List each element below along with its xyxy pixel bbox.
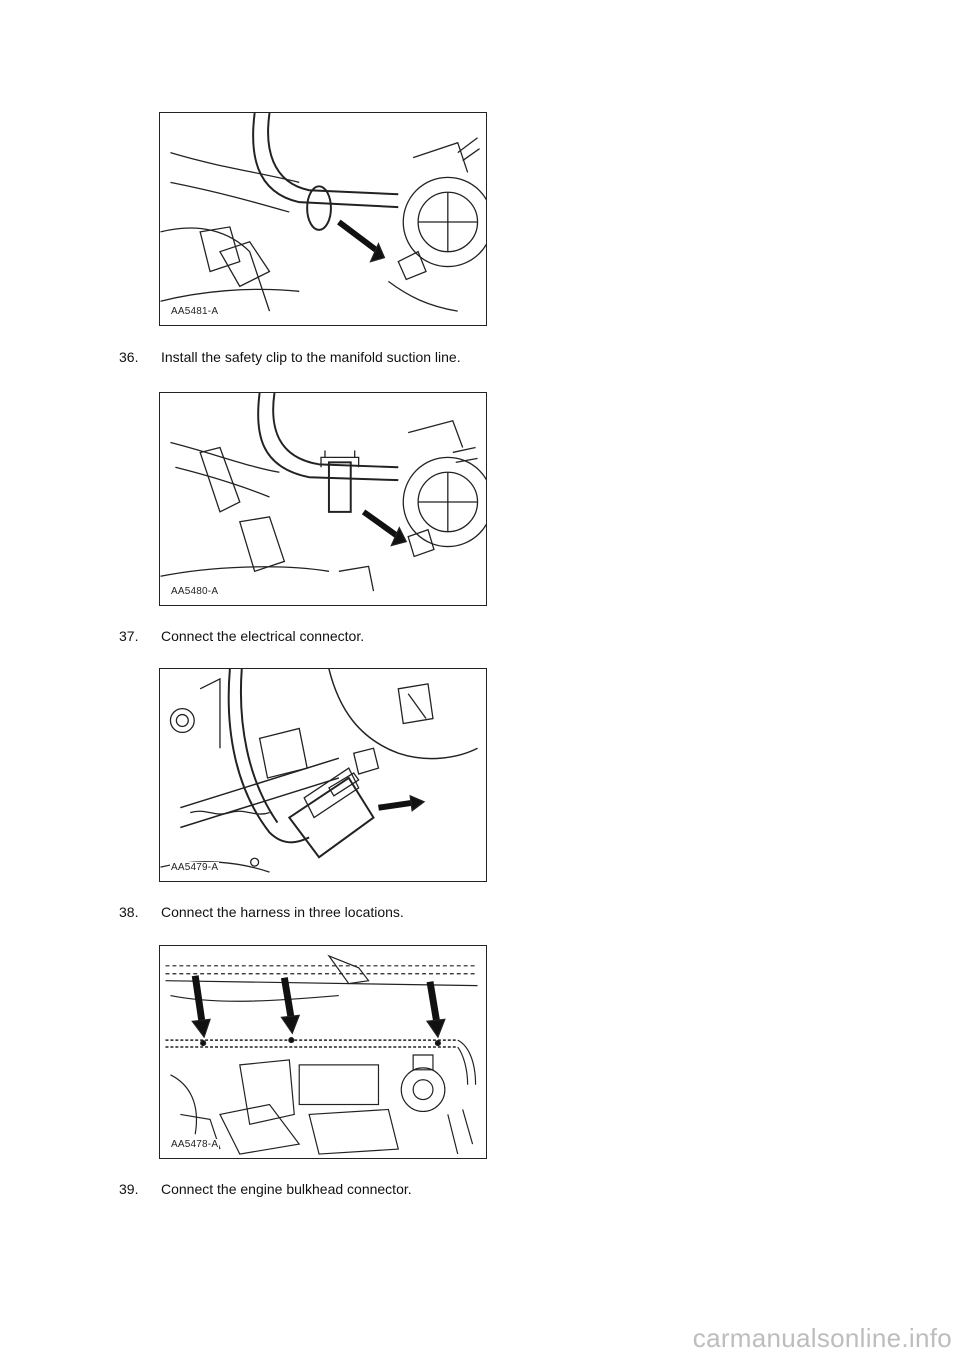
step-36: 36. Install the safety clip to the manifo… (119, 348, 461, 366)
step-text: Install the safety clip to the manifold … (161, 349, 461, 365)
step-text: Connect the harness in three locations. (161, 904, 404, 920)
figure-code: AA5479-A (170, 862, 220, 873)
site-watermark: carmanualsonline.info (692, 1323, 952, 1353)
step-number: 37. (119, 628, 139, 644)
step-text: Connect the engine bulkhead connector. (161, 1181, 412, 1197)
illustration-electrical-connector (160, 669, 478, 873)
step-39: 39. Connect the engine bulkhead connector… (119, 1180, 412, 1198)
step-text: Connect the electrical connector. (161, 628, 365, 644)
illustration-suction-line (160, 113, 486, 312)
step-number: 39. (119, 1181, 139, 1197)
step-number: 36. (119, 349, 139, 365)
figure-suction-line-clip: AA5481-A (159, 112, 487, 326)
step-37: 37. Connect the electrical connector. (119, 627, 364, 645)
figure-code: AA5478-A (170, 1139, 220, 1150)
figure-electrical-connector: AA5479-A (159, 668, 487, 882)
figure-code: AA5481-A (170, 306, 220, 317)
illustration-safety-clip (160, 393, 486, 592)
step-number: 38. (119, 904, 139, 920)
illustration-harness (165, 954, 478, 1155)
figure-safety-clip-installed: AA5480-A (159, 392, 487, 606)
figure-harness-locations: AA5478-A (159, 945, 487, 1159)
figure-code: AA5480-A (170, 586, 220, 597)
step-38: 38. Connect the harness in three location… (119, 903, 404, 921)
